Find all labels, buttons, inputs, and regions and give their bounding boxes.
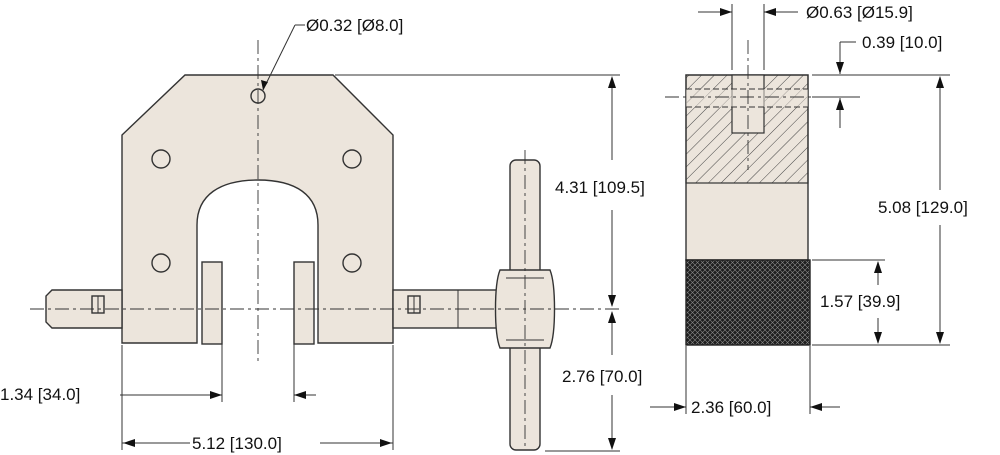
- dim-slot-depth: 0.39 [10.0]: [862, 33, 942, 52]
- front-view: [30, 40, 622, 451]
- dim-knurl-height: 1.57 [39.9]: [820, 292, 900, 311]
- jaw-pad-right: [293, 261, 315, 345]
- dimension-labels: Ø0.32 [Ø8.0] Ø0.63 [Ø15.9] 0.39 [10.0] 4…: [0, 3, 968, 453]
- dim-lower-height: 2.76 [70.0]: [562, 367, 642, 386]
- clamp-body: [121, 74, 394, 344]
- mount-hole-bottom-right: [342, 253, 362, 273]
- mount-hole-top-right: [342, 149, 362, 169]
- jaw-pad-left: [201, 261, 223, 345]
- dim-total-height: 5.08 [129.0]: [878, 198, 968, 217]
- dim-jaw-gap: 1.34 [34.0]: [0, 385, 80, 404]
- dim-upper-height: 4.31 [109.5]: [555, 178, 645, 197]
- mount-hole-bottom-left: [151, 253, 171, 273]
- dim-side-width: 2.36 [60.0]: [691, 398, 771, 417]
- side-view: [665, 40, 822, 346]
- dim-pin-dia: Ø0.63 [Ø15.9]: [806, 3, 913, 22]
- dim-body-width: 5.12 [130.0]: [192, 434, 282, 453]
- dimension-lines: [120, 4, 950, 452]
- knurled-knob: [685, 259, 811, 346]
- dim-hole-dia: Ø0.32 [Ø8.0]: [306, 16, 403, 35]
- mount-hole-top-left: [151, 149, 171, 169]
